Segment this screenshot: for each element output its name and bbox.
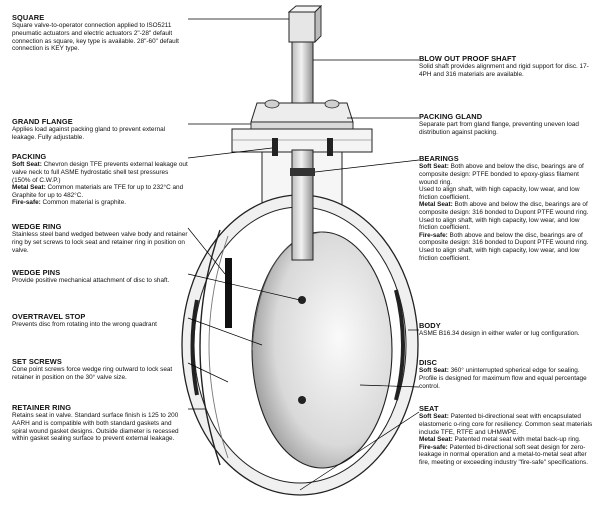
lead-soft-seat: Soft Seat: (12, 161, 42, 169)
label-disc: DISC Soft Seat: 360° uninterrupted spher… (419, 358, 597, 390)
square-drive (287, 4, 323, 44)
packing-rings (272, 138, 333, 156)
text-metal-seat: Common materials are TFE for up to 232°C… (12, 184, 184, 199)
label-body: BODY ASME B16.34 design in either wafer … (419, 321, 597, 338)
label-retainer-ring: RETAINER RING Retains seat in valve. Sta… (12, 403, 188, 443)
text-fire-safe: Common material is graphite. (40, 199, 127, 207)
lead-soft-seat: Soft Seat: (419, 163, 449, 171)
text-metal-seat: Patented metal seat with metal back-up r… (452, 436, 581, 444)
lower-shaft (290, 149, 315, 404)
label-wedge-pins-text: Provide positive mechanical attachment o… (12, 277, 170, 285)
label-set-screws-text: Cone point screws force wedge ring outwa… (12, 366, 173, 381)
lead-fire-safe: Fire-safe: (419, 231, 448, 239)
label-square: SQUARE Square valve-to-operator connecti… (12, 13, 188, 53)
lead-fire-safe: Fire-safe: (12, 199, 41, 207)
leader-lines-right (299, 59, 420, 491)
label-overtravel-stop: OVERTRAVEL STOP Prevents disc from rotat… (12, 312, 188, 329)
label-wedge-pins-title: WEDGE PINS (12, 268, 61, 277)
lead-metal-seat: Metal Seat: (419, 436, 453, 444)
text-soft-seat: Chevron design TFE prevents external lea… (12, 161, 188, 184)
text-fire-safe: Patented bi-directional soft seat design… (419, 443, 588, 466)
label-bearings-fire: Fire-safe: Both above and below the disc… (419, 232, 597, 262)
label-wedge-ring-title: WEDGE RING (12, 222, 62, 231)
lead-fire-safe: Fire-safe: (419, 443, 448, 451)
label-seat-fire: Fire-safe: Patented bi-directional soft … (419, 444, 597, 467)
label-bearings-title: BEARINGS (419, 154, 459, 163)
label-seat-soft: Soft Seat: Patented bi-directional seat … (419, 413, 597, 436)
label-disc-title: DISC (419, 358, 438, 367)
label-packing-metal: Metal Seat: Common materials are TFE for… (12, 184, 188, 199)
label-wedge-ring: WEDGE RING Stainless steel band wedged b… (12, 222, 188, 254)
label-bearings-metal: Metal Seat: Both above and below the dis… (419, 201, 597, 231)
text-metal-seat: Both above and below the disc, bearings … (419, 201, 589, 232)
label-grand-flange: GRAND FLANGE Applies load against packin… (12, 117, 188, 142)
label-packing: PACKING Soft Seat: Chevron design TFE pr… (12, 152, 188, 207)
label-square-text: Square valve-to-operator connection appl… (12, 22, 179, 53)
label-blow-out-proof-shaft-text: Solid shaft provides alignment and rigid… (419, 63, 589, 78)
valve-disc (251, 231, 393, 469)
label-grand-flange-text: Applies load against packing gland to pr… (12, 126, 166, 141)
label-blow-out-proof-shaft: BLOW OUT PROOF SHAFT Solid shaft provide… (419, 54, 597, 79)
label-packing-title: PACKING (12, 152, 47, 161)
label-packing-gland-title: PACKING GLAND (419, 112, 483, 121)
label-packing-gland: PACKING GLAND Separate part from gland f… (419, 112, 597, 137)
label-grand-flange-title: GRAND FLANGE (12, 117, 73, 126)
text-soft-seat: Patented bi-directional seat with encaps… (419, 413, 593, 436)
retainer-ring (199, 229, 232, 466)
label-seat-metal: Metal Seat: Patented metal seat with met… (419, 436, 597, 444)
text-fire-safe: Both above and below the disc, bearings … (419, 231, 589, 262)
lead-soft-seat: Soft Seat: (419, 367, 449, 375)
label-body-text: ASME B16.34 design in either wafer or lu… (419, 330, 580, 338)
label-square-title: SQUARE (12, 13, 45, 22)
gland-flange (250, 99, 354, 130)
label-seat: SEAT Soft Seat: Patented bi-directional … (419, 404, 597, 467)
label-packing-soft: Soft Seat: Chevron design TFE prevents e… (12, 161, 188, 184)
label-body-title: BODY (419, 321, 441, 330)
label-bearings-soft: Soft Seat: Both above and below the disc… (419, 163, 597, 186)
label-overtravel-stop-text: Prevents disc from rotating into the wro… (12, 321, 157, 329)
label-retainer-ring-text: Retains seat in valve. Standard surface … (12, 412, 179, 443)
label-bearings-usage: Used to align shaft, with high capacity,… (419, 186, 580, 201)
leader-lines-left (187, 18, 301, 410)
label-blow-out-proof-shaft-title: BLOW OUT PROOF SHAFT (419, 54, 517, 63)
label-retainer-ring-title: RETAINER RING (12, 403, 72, 412)
label-wedge-pins: WEDGE PINS Provide positive mechanical a… (12, 268, 188, 285)
label-packing-fire: Fire-safe: Common material is graphite. (12, 199, 188, 207)
label-seat-title: SEAT (419, 404, 439, 413)
label-set-screws: SET SCREWS Cone point screws force wedge… (12, 357, 188, 382)
text-soft-seat: Both above and below the disc, bearings … (419, 163, 584, 186)
text-soft-seat: 360° uninterrupted spherical edge for se… (419, 367, 587, 390)
lead-metal-seat: Metal Seat: (12, 184, 46, 192)
label-bearings: BEARINGS Soft Seat: Both above and below… (419, 154, 597, 262)
lead-soft-seat: Soft Seat: (419, 413, 449, 421)
label-disc-soft: Soft Seat: 360° uninterrupted spherical … (419, 367, 597, 390)
label-set-screws-title: SET SCREWS (12, 357, 62, 366)
label-overtravel-stop-title: OVERTRAVEL STOP (12, 312, 86, 321)
label-wedge-ring-text: Stainless steel band wedged between valv… (12, 231, 188, 254)
lead-metal-seat: Metal Seat: (419, 201, 453, 209)
label-packing-gland-text: Separate part from gland flange, prevent… (419, 121, 579, 136)
